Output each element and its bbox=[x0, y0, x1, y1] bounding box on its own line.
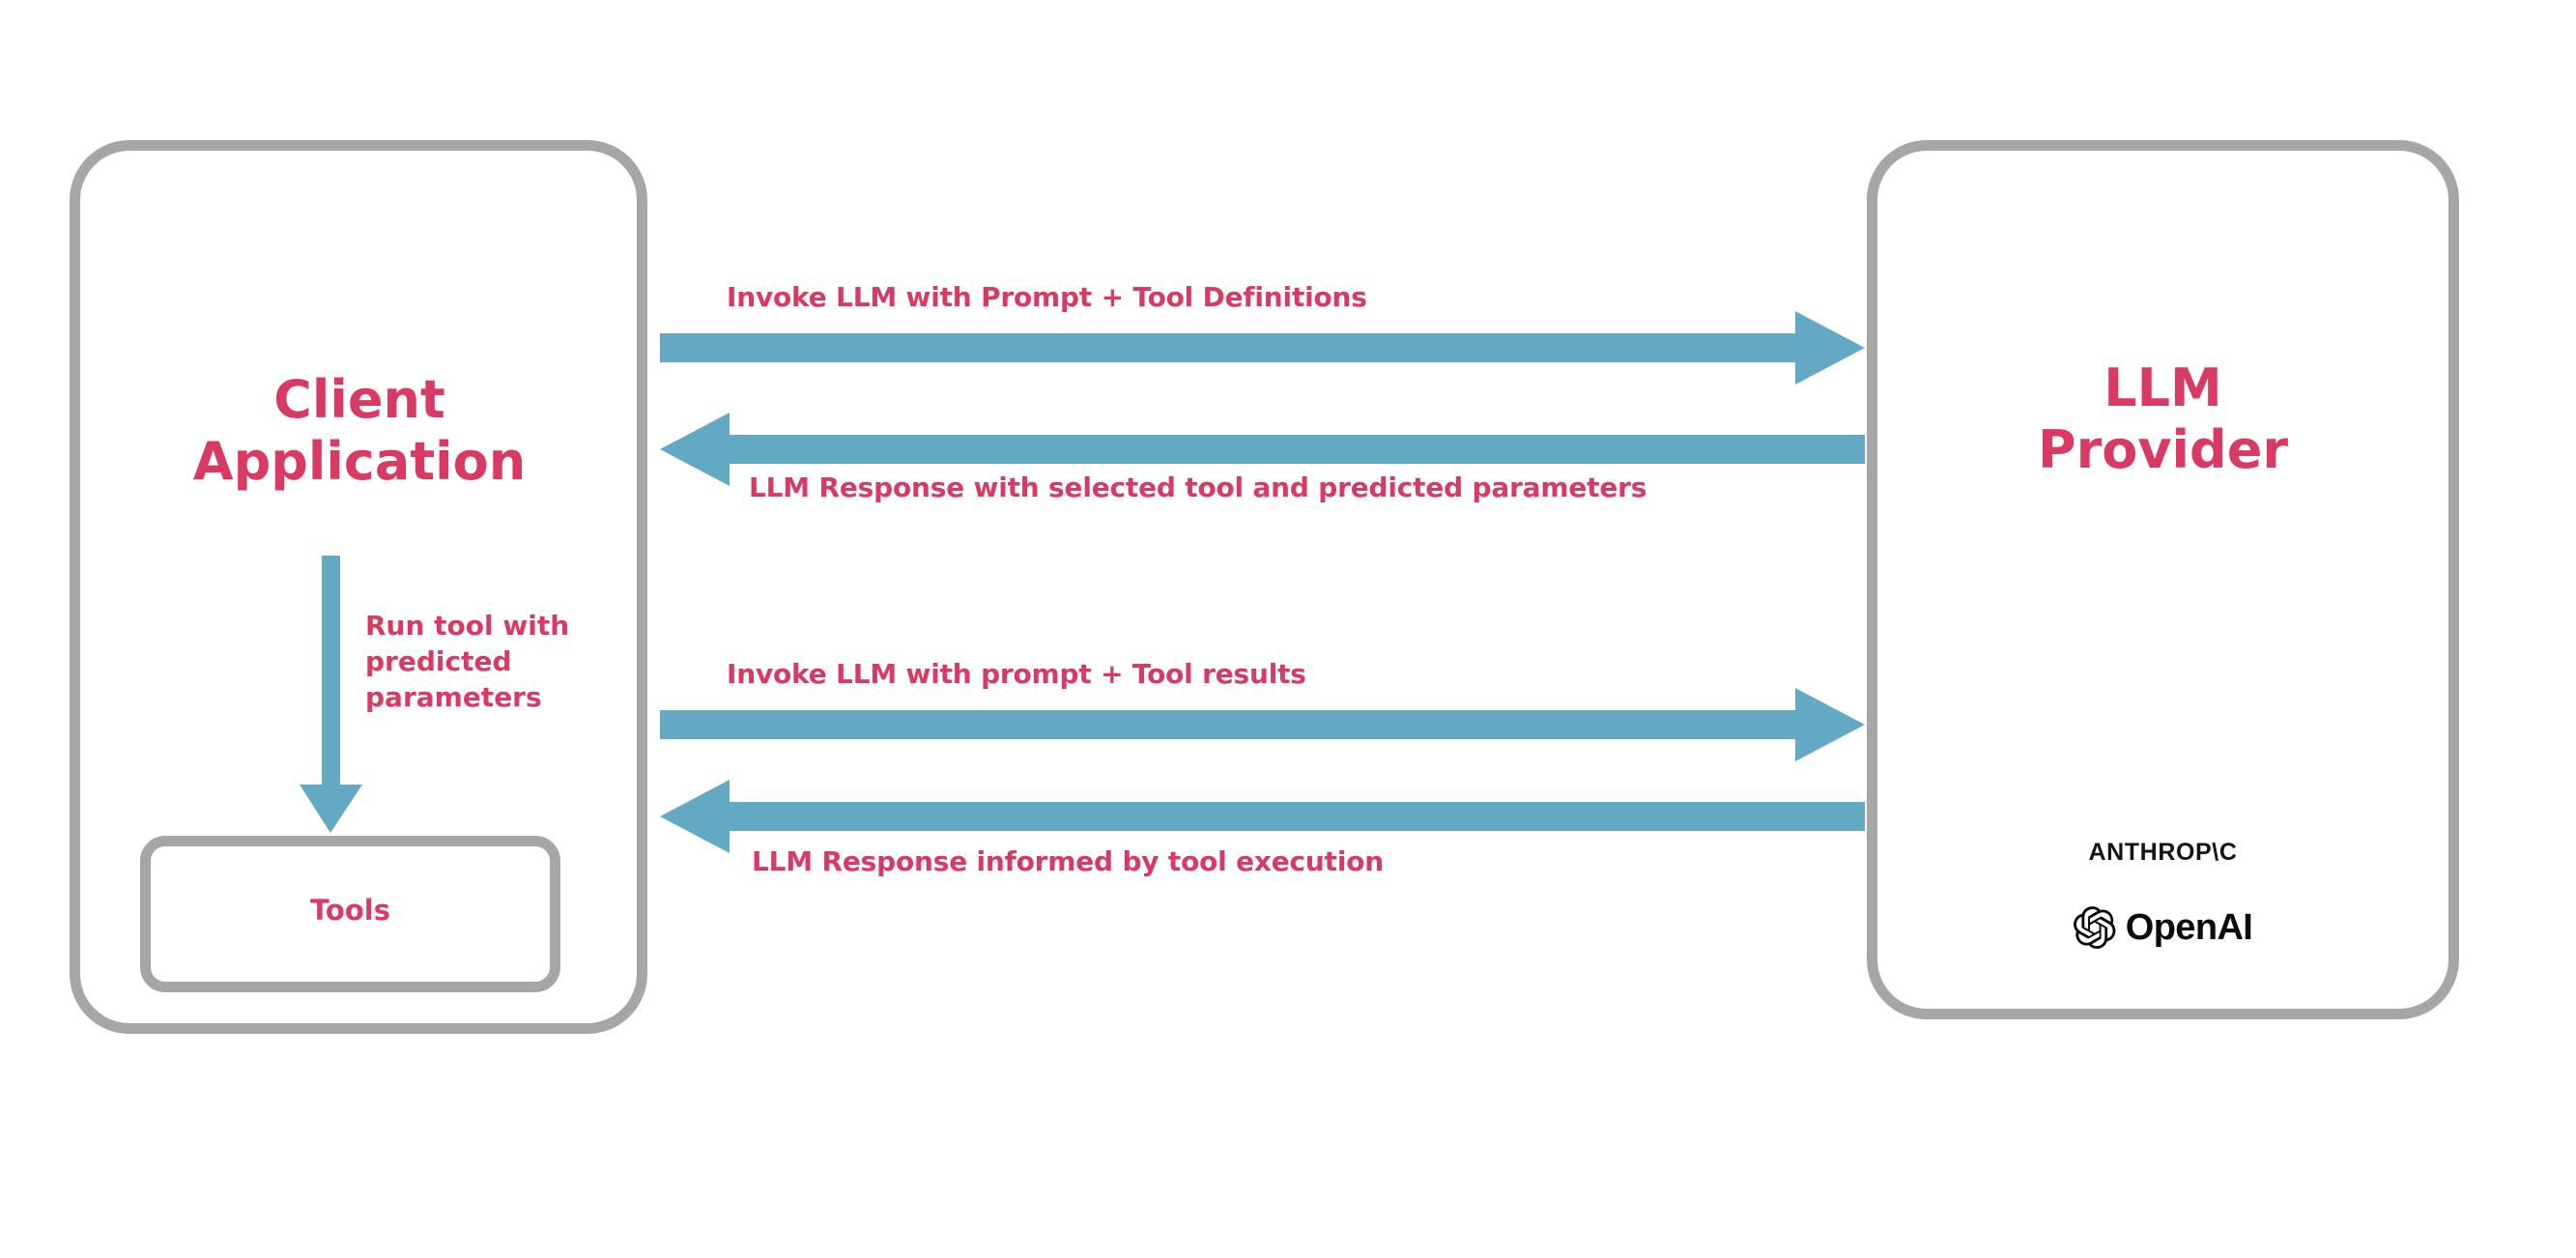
anthropic-logo: ANTHROP\C bbox=[2088, 839, 2238, 866]
openai-knot-icon bbox=[2073, 906, 2116, 949]
llm-provider-box bbox=[1867, 140, 2459, 1019]
openai-logo: OpenAI bbox=[1876, 906, 2449, 949]
openai-wordmark: OpenAI bbox=[2125, 906, 2253, 948]
arrow-label-response-2: LLM Response informed by tool execution bbox=[752, 845, 1385, 877]
arrow-invoke-1 bbox=[660, 311, 1865, 385]
llm-provider-title: LLM Provider bbox=[2038, 357, 2288, 480]
arrow-label-response-1: LLM Response with selected tool and pred… bbox=[749, 472, 1647, 503]
arrow-label-invoke-2: Invoke LLM with prompt + Tool results bbox=[727, 658, 1306, 690]
tools-box bbox=[140, 836, 560, 992]
arrow-response-2 bbox=[660, 780, 1865, 853]
arrow-label-run-tool: Run tool with predicted parameters bbox=[365, 610, 570, 713]
arrow-label-invoke-1: Invoke LLM with Prompt + Tool Definition… bbox=[727, 281, 1367, 313]
client-application-title: Client Application bbox=[192, 369, 527, 492]
tools-label: Tools bbox=[310, 894, 390, 927]
arrow-invoke-2 bbox=[660, 688, 1865, 761]
